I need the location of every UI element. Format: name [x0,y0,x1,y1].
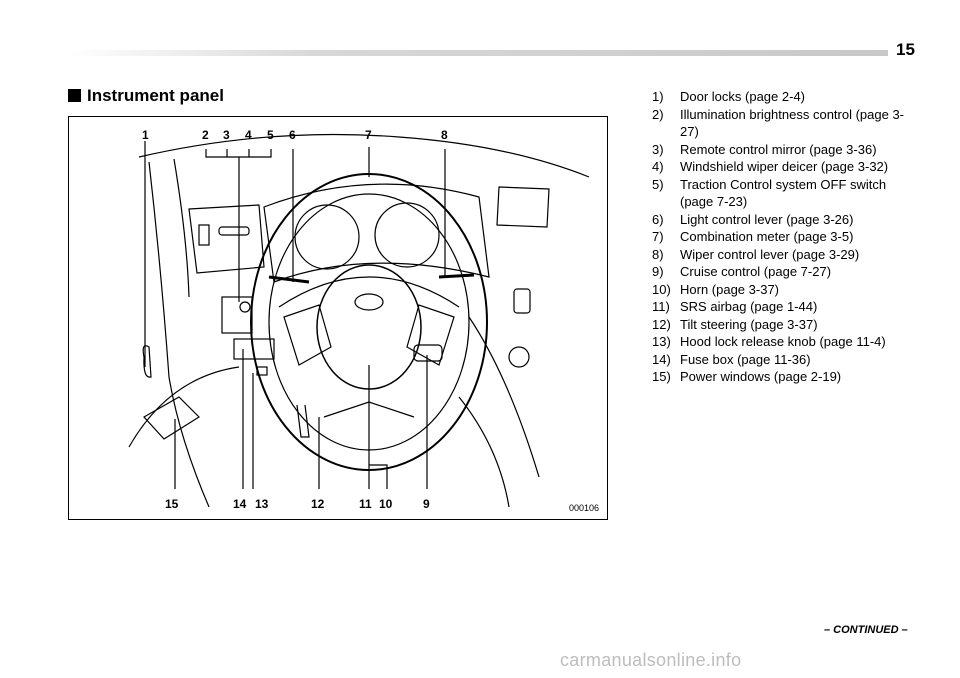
emblem [354,293,384,311]
legend-item-text: Horn (page 3-37) [680,281,779,297]
callout-7: 7 [365,128,372,142]
figure-code: 000106 [568,503,599,513]
legend-item-number: 1) [652,89,664,104]
instrument-panel-figure: 1 2 3 4 5 6 7 8 15 14 13 12 11 10 9 0001… [68,116,608,520]
legend-item-text: Tilt steering (page 3-37) [680,316,818,332]
legend-item: 4) Windshield wiper deicer (page 3-32) [652,158,922,176]
callout-3: 3 [223,128,230,142]
legend-item: 11) SRS airbag (page 1-44) [652,298,922,316]
light-control-lever [268,275,310,284]
legend-item-number: 3) [652,141,664,157]
legend-item: 14) Fuse box (page 11-36) [652,351,922,369]
callout-2: 2 [202,128,209,142]
legend-item-text: Wiper control lever (page 3-29) [680,246,860,262]
legend-item-number: 13) [652,334,671,349]
header-rule [68,50,888,56]
page-number: 15 [896,40,915,59]
legend-item-number: 12) [652,316,671,332]
legend-list: 1) Door locks (page 2-4) 2) Illumination br… [652,88,922,386]
legend-item-text: Traction Control system OFF switch (page… [680,176,887,210]
legend-item-text: Fuse box (page 11-36) [680,351,811,367]
legend-item-text: SRS airbag (page 1-44) [680,299,818,314]
right-gauge [374,202,440,268]
left-spoke [283,304,332,366]
callout-11: 11 [359,497,372,511]
legend-item-text: Remote control mirror (page 3-36) [680,141,877,157]
legend-item-number: 6) [652,211,664,227]
legend-item-text: Illumination brightness control (page 3-… [680,106,905,140]
legend-item-number: 9) [652,264,664,279]
legend-item-number: 4) [652,159,664,174]
legend-item: 12) Tilt steering (page 3-37) [652,316,922,334]
callout-9: 9 [423,497,430,511]
legend-item-number: 15) [652,369,671,384]
legend-item-text: Combination meter (page 3-5) [680,229,854,244]
callout-6: 6 [289,128,296,142]
instrument-panel-illustration [128,133,590,508]
legend-item: 7) Combination meter (page 3-5) [652,228,922,246]
hood-release-knob [256,366,268,376]
callout-10: 10 [379,497,393,511]
callout-1: 1 [142,128,149,142]
legend-item-text: Door locks (page 2-4) [680,89,805,104]
door-lock [142,345,152,378]
watermark: carmanualsonline.info [560,650,742,670]
legend-item: 13) Hood lock release knob (page 11-4) [652,333,922,351]
callout-5: 5 [267,128,274,142]
mirror-switch [198,224,210,246]
callout-13: 13 [255,497,269,511]
center-display [496,186,550,228]
callout-12: 12 [311,497,325,511]
lower-switch-panel [221,296,253,334]
legend-item-number: 10) [652,281,671,297]
legend-item-text: Windshield wiper deicer (page 3-32) [680,159,889,174]
a-pillar-line [148,161,210,508]
right-spoke [406,304,455,366]
section-title-text: Instrument panel [87,86,224,105]
tilt-lever [296,404,310,438]
meter-hood [263,183,490,283]
legend-item: 9) Cruise control (page 7-27) [652,263,922,281]
callout-4: 4 [245,128,252,142]
legend-item-text: Light control lever (page 3-26) [680,211,854,227]
legend-item: 3) Remote control mirror (page 3-36) [652,141,922,159]
legend-item-number: 14) [652,351,671,367]
wiper-control-lever [438,273,475,279]
legend-item-text: Cruise control (page 7-27) [680,264,832,279]
legend-item-number: 11) [652,299,670,314]
legend-item-text: Hood lock release knob (page 11-4) [680,334,886,349]
legend-item: 10) Horn (page 3-37) [652,281,922,299]
center-vent-knob [508,346,530,368]
legend-item: 6) Light control lever (page 3-26) [652,211,922,229]
legend-item: 8) Wiper control lever (page 3-29) [652,246,922,264]
legend-item: 5) Traction Control system OFF switch (pa… [652,176,922,211]
legend-item-number: 5) [652,176,664,192]
legend-item: 1) Door locks (page 2-4) [652,88,922,106]
power-window-switches [143,396,200,440]
legend-item: 2) Illumination brightness control (page … [652,106,922,141]
callout-15: 15 [165,497,179,511]
continued-label: – CONTINUED – [824,624,908,636]
dashboard-top-line [138,133,590,178]
callout-8: 8 [441,128,448,142]
legend-item-number: 8) [652,246,664,262]
legend-item-number: 7) [652,229,664,244]
legend-item-text: Power windows (page 2-19) [680,369,842,384]
left-vent [188,204,265,274]
square-bullet-icon [68,89,81,102]
section-title: Instrument panel [68,86,224,106]
fuse-box-cover [233,338,275,360]
cruise-control-switch [413,344,443,362]
callout-14: 14 [233,497,247,511]
legend-item-number: 2) [652,106,664,122]
legend-item: 15) Power windows (page 2-19) [652,368,922,386]
left-gauge [294,204,360,270]
